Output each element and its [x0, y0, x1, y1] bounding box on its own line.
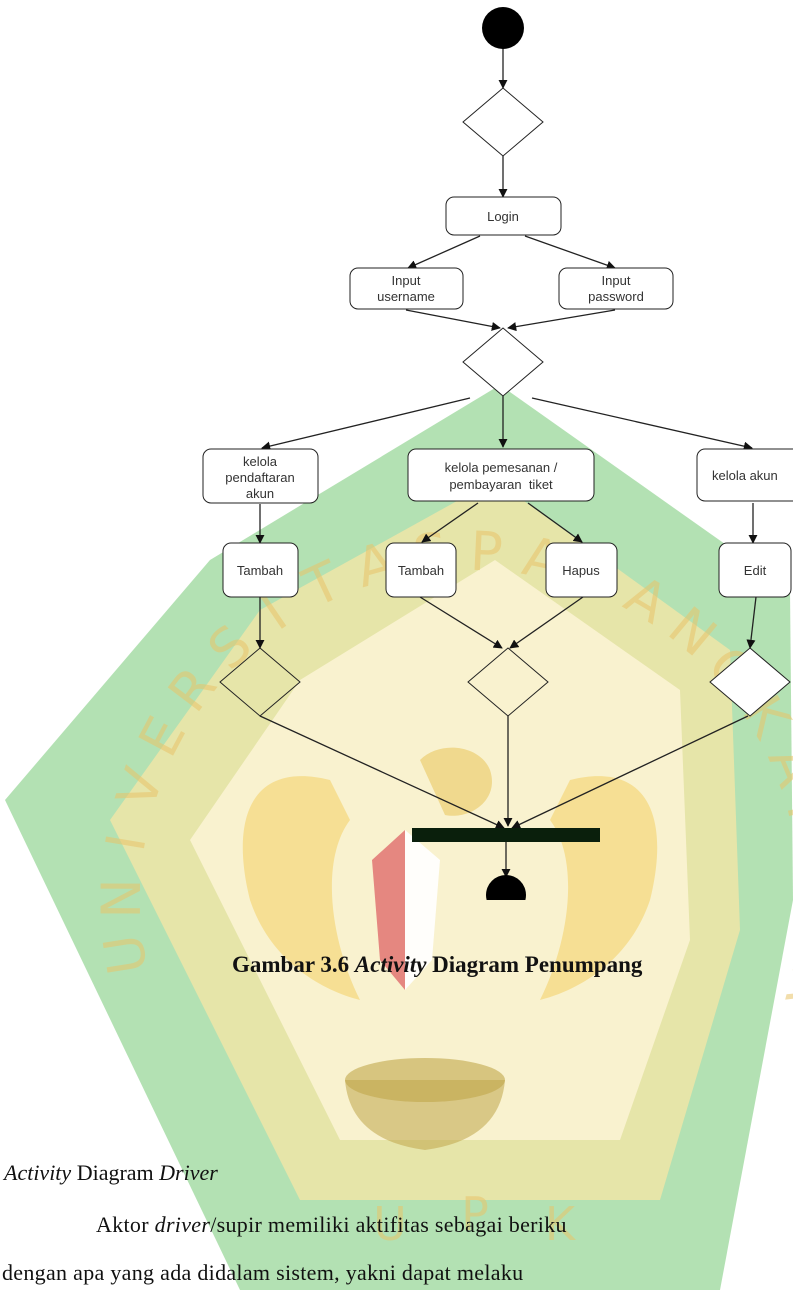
node-input-username: Input username	[349, 267, 464, 310]
diagram-edges	[255, 48, 758, 878]
node-input-password-label-2: password	[588, 289, 644, 304]
seal-letter: P	[461, 1187, 489, 1241]
caption-italic: Activity	[354, 952, 427, 977]
edge	[507, 309, 616, 332]
node-edit-label: Edit	[744, 563, 767, 578]
paragraph-line-2-text: dengan apa yang ada didalam sistem, yakn…	[2, 1260, 524, 1285]
node-kelola-pendaftaran-label-2: pendaftaran	[225, 470, 294, 485]
seal-letter: U	[373, 1197, 407, 1251]
node-login: Login	[445, 196, 562, 236]
garuda-wing-left	[242, 776, 360, 1000]
seal-letter: K	[545, 1197, 577, 1251]
section-heading-italic-1: Activity	[4, 1160, 72, 1185]
node-kelola-pendaftaran-label-1: kelola	[243, 454, 278, 469]
node-kelola-pendaftaran-label-3: akun	[246, 486, 274, 501]
paragraph-line-1: Aktor driver/supir memiliki aktifitas se…	[0, 1212, 793, 1238]
edge	[421, 502, 479, 543]
shield-white	[405, 830, 440, 990]
node-tambah-2-label: Tambah	[398, 563, 444, 578]
node-edit: Edit	[718, 542, 792, 598]
node-kelola-pemesanan-label-1: kelola pemesanan /	[445, 460, 558, 475]
shield-red	[372, 830, 405, 990]
edge	[746, 596, 757, 649]
node-kelola-pemesanan-label-2: pembayaran tiket	[449, 477, 553, 492]
decision-diamond	[462, 87, 544, 157]
caption-prefix: Gambar 3.6	[232, 952, 355, 977]
section-heading: Activity Diagram Driver	[4, 1160, 218, 1186]
section-heading-mid: Diagram	[71, 1160, 160, 1185]
node-hapus: Hapus	[545, 542, 618, 598]
edge	[531, 397, 753, 451]
paragraph-line-1-b: /supir memiliki aktifitas sebagai beriku	[210, 1212, 567, 1237]
start-node	[482, 7, 524, 49]
node-tambah-2: Tambah	[385, 542, 457, 598]
node-kelola-pendaftaran: kelola pendaftaran akun	[202, 448, 319, 504]
section-heading-italic-2: Driver	[159, 1160, 218, 1185]
node-input-username-label-2: username	[377, 289, 435, 304]
edge	[524, 235, 616, 270]
edge	[261, 397, 471, 451]
activity-diagram: Login Input username Input password kelo…	[202, 7, 793, 900]
merge-diamond	[709, 647, 791, 717]
edge	[509, 596, 584, 649]
seal-letter: U	[92, 930, 160, 979]
node-input-password: Input password	[558, 267, 674, 310]
paragraph-line-1-a: Aktor	[96, 1212, 155, 1237]
end-node	[486, 875, 526, 900]
edge	[405, 309, 501, 331]
node-tambah-1: Tambah	[222, 542, 299, 598]
seal-center	[190, 560, 690, 1140]
node-kelola-pemesanan: kelola pemesanan / pembayaran tiket	[407, 448, 595, 502]
seal-letter: N	[90, 878, 153, 919]
seal-letter: A	[785, 854, 793, 895]
node-kelola-akun-label: kelola akun	[712, 468, 778, 483]
edge	[407, 235, 481, 269]
edge	[511, 715, 749, 829]
node-hapus-label: Hapus	[562, 563, 600, 578]
edge	[419, 596, 503, 649]
seal-letter: P	[469, 520, 505, 584]
decision-diamond	[462, 327, 544, 397]
paragraph-line-1-italic: driver	[154, 1212, 211, 1237]
join-bar	[412, 828, 600, 842]
figure-caption: Gambar 3.6 Activity Diagram Penumpang	[232, 952, 642, 978]
node-login-label: Login	[487, 209, 519, 224]
node-input-password-label-1: Input	[602, 273, 631, 288]
merge-diamond	[219, 647, 301, 717]
edge	[259, 715, 505, 829]
edge	[527, 502, 583, 543]
node-kelola-akun: kelola akun	[696, 448, 793, 502]
pot-body	[345, 1080, 505, 1150]
seal-letter: Y	[784, 911, 793, 952]
paragraph-line-2: dengan apa yang ada didalam sistem, yakn…	[0, 1260, 793, 1286]
node-input-username-label-1: Input	[392, 273, 421, 288]
garuda-head	[420, 747, 492, 816]
merge-diamond	[467, 647, 549, 717]
node-tambah-1-label: Tambah	[237, 563, 283, 578]
caption-suffix: Diagram Penumpang	[426, 952, 643, 977]
